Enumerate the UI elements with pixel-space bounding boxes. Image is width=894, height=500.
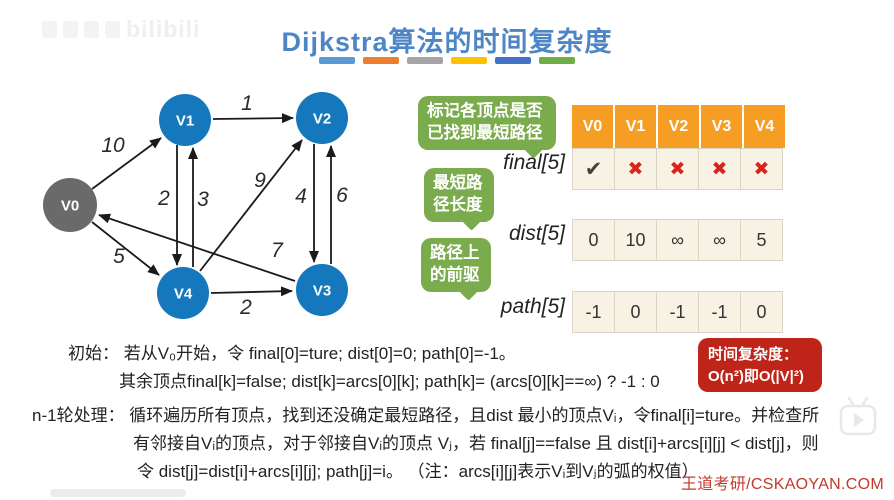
complexity-label: 时间复杂度： <box>708 346 799 363</box>
edge-weight-label: 6 <box>336 184 348 207</box>
process-step-text: 令 dist[j]=dist[i]+arcs[i][j]; path[j]=i。… <box>137 462 699 481</box>
edge-weight-label: 2 <box>157 187 170 210</box>
complexity-value: O(n²)即O(|V|²) <box>708 367 804 385</box>
callout-line: 标记各顶点是否 <box>427 102 543 120</box>
cross-icon: ✖ <box>656 148 699 190</box>
init-step-text: 初始： 若从V₀开始，令 final[0]=ture; dist[0]=0; p… <box>68 344 516 363</box>
edge-weight-label: 1 <box>241 92 253 115</box>
edge-V0-V4 <box>91 221 160 276</box>
callout-line: 路径上 <box>430 244 480 262</box>
edge-weight-label: 3 <box>197 188 209 211</box>
graph-node-V4 <box>157 267 209 319</box>
callout-final-meaning: 标记各顶点是否 已找到最短路径 <box>418 96 556 150</box>
graph-node-V1 <box>159 94 211 146</box>
path-cell: -1 <box>698 291 741 333</box>
graph-node-label: V2 <box>313 110 331 127</box>
dist-array-label: dist[5] <box>508 222 565 245</box>
title-dash <box>407 57 443 64</box>
vertex-header-cell: V2 <box>658 105 701 148</box>
bilibili-play-icon <box>839 396 877 436</box>
edge-V4-V3 <box>210 286 293 297</box>
title-dash <box>363 57 399 64</box>
edge-weight-label: 5 <box>113 245 125 268</box>
graph-node-label: V1 <box>176 112 194 129</box>
callout-line: 已找到最短路径 <box>427 123 543 142</box>
edge-weight-label: 10 <box>101 134 125 157</box>
edge-V4-V2 <box>199 139 303 272</box>
graph-node-V0 <box>43 178 97 232</box>
path-cell: 0 <box>614 291 657 333</box>
bilibili-watermark: bilibili <box>42 16 200 43</box>
vertex-header-cell: V1 <box>615 105 658 148</box>
callout-line: 径长度 <box>433 195 483 214</box>
progress-bar-stub <box>50 489 186 497</box>
wangdao-watermark: 王道考研/CSKAOYAN.COM <box>680 476 884 493</box>
title-dash <box>495 57 531 64</box>
vertex-header-cell: V0 <box>572 105 615 148</box>
watermark-char-block <box>63 21 78 38</box>
edge-weight-label: 9 <box>254 169 266 192</box>
page-title: Dijkstra算法的时间复杂度 <box>281 27 613 57</box>
callout-line: 的前驱 <box>430 265 480 284</box>
edge-V3-V0 <box>98 213 296 282</box>
path-array-label: path[5] <box>500 295 565 318</box>
time-complexity-badge: 时间复杂度： O(n²)即O(|V|²) <box>698 338 822 392</box>
graph-node-V2 <box>296 92 348 144</box>
process-step-text: n-1轮处理： 循环遍历所有顶点，找到还没确定最短路径，且dist 最小的顶点V… <box>32 406 820 425</box>
edge-weight-label: 7 <box>271 239 284 262</box>
init-step-text: 其余顶点final[k]=false; dist[k]=arcs[0][k]; … <box>119 372 660 391</box>
cross-icon: ✖ <box>740 148 783 190</box>
edge-weight-label: 4 <box>295 185 307 208</box>
title-dash <box>539 57 575 64</box>
dist-cell: 10 <box>614 219 657 261</box>
edge-V0-V1 <box>91 137 162 190</box>
bilibili-logo: bilibili <box>126 16 201 42</box>
watermark-char-block <box>42 21 57 38</box>
check-icon: ✔ <box>572 148 615 190</box>
path-cell: -1 <box>572 291 615 333</box>
final-array-row: ✔ ✖ ✖ ✖ ✖ <box>572 148 783 190</box>
title-dash <box>319 57 355 64</box>
dist-cell: 5 <box>740 219 783 261</box>
title-dash <box>451 57 487 64</box>
path-array-row: -1 0 -1 -1 0 <box>572 291 783 333</box>
title-underline-dashes <box>0 57 894 64</box>
path-cell: -1 <box>656 291 699 333</box>
watermark-char-block <box>84 21 99 38</box>
callout-dist-meaning: 最短路 径长度 <box>424 168 494 222</box>
dist-cell: ∞ <box>698 219 741 261</box>
callout-line: 最短路 <box>433 174 483 192</box>
dist-array-row: 0 10 ∞ ∞ 5 <box>572 219 783 261</box>
watermark-char-block <box>105 21 120 38</box>
vertex-header-cell: V3 <box>701 105 744 148</box>
vertex-header-cell: V4 <box>744 105 785 148</box>
callout-path-meaning: 路径上 的前驱 <box>421 238 491 292</box>
vertex-header-row: V0 V1 V2 V3 V4 <box>572 105 785 148</box>
graph-node-label: V4 <box>174 285 193 302</box>
process-step-text: 有邻接自Vᵢ的顶点，对于邻接自Vᵢ的顶点 Vⱼ，若 final[j]==fals… <box>133 434 819 453</box>
graph-node-label: V3 <box>313 282 331 299</box>
cross-icon: ✖ <box>698 148 741 190</box>
final-array-label: final[5] <box>503 151 565 174</box>
edge-V1-V2 <box>212 113 294 124</box>
path-cell: 0 <box>740 291 783 333</box>
graph-node-V3 <box>296 264 348 316</box>
graph-node-label: V0 <box>61 197 79 214</box>
dist-cell: ∞ <box>656 219 699 261</box>
cross-icon: ✖ <box>614 148 657 190</box>
dist-cell: 0 <box>572 219 615 261</box>
edge-weight-label: 2 <box>239 296 252 319</box>
